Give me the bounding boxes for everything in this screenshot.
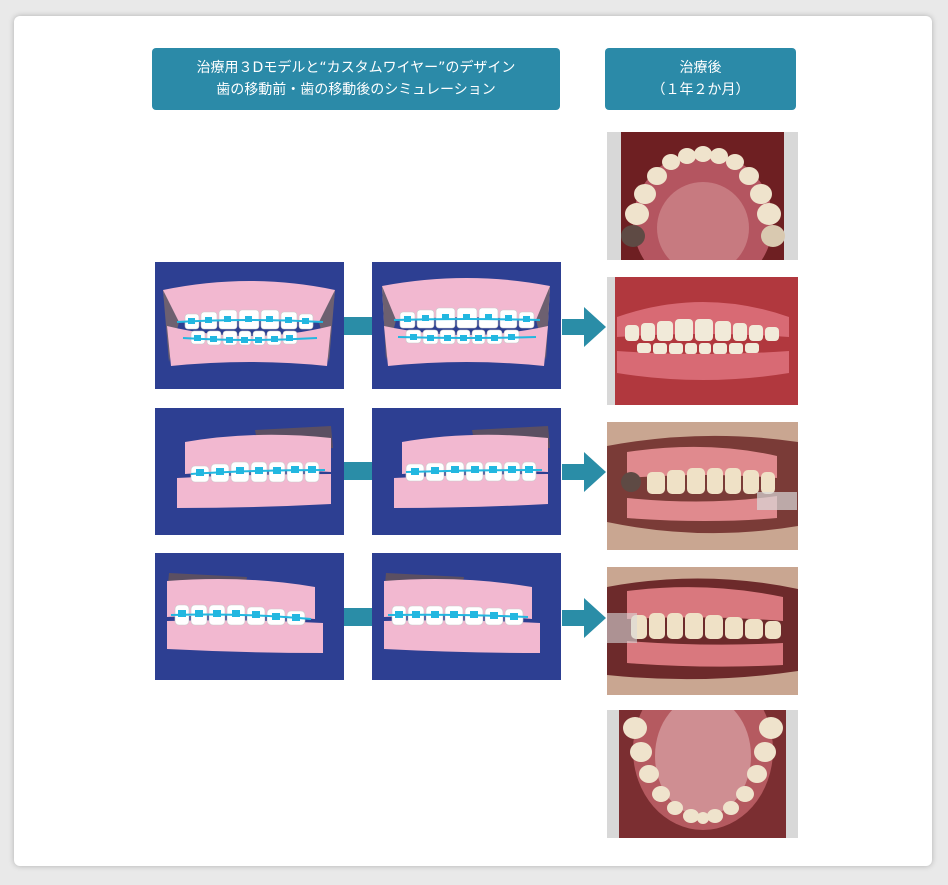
simulation-header-label: 治療用３Dモデルと“カスタムワイヤー”のデザイン 歯の移動前・歯の移動後のシミュ… [152, 48, 560, 110]
model-right-lateral-before [155, 408, 344, 535]
after-treatment-label: 治療後 （１年２か月） [605, 48, 796, 110]
arrow-right-icon [562, 452, 606, 492]
photo-frontal [607, 277, 798, 405]
after-treatment-line1: 治療後 [679, 60, 722, 76]
photo-upper-occlusal [607, 132, 798, 260]
model-right-lateral-after [372, 408, 561, 535]
photo-right-lateral [607, 422, 798, 550]
model-frontal-before [155, 262, 344, 389]
connector-bar [344, 462, 372, 480]
simulation-header-line2: 歯の移動前・歯の移動後のシミュレーション [216, 82, 496, 98]
after-treatment-line2: （１年２か月） [651, 82, 750, 98]
photo-left-lateral [607, 567, 798, 695]
model-left-lateral-before [155, 553, 344, 680]
simulation-header-line1: 治療用３Dモデルと“カスタムワイヤー”のデザイン [196, 60, 516, 76]
arrow-right-icon [562, 598, 606, 638]
arrow-right-icon [562, 307, 606, 347]
model-frontal-after [372, 262, 561, 389]
model-left-lateral-after [372, 553, 561, 680]
photo-lower-occlusal [607, 710, 798, 838]
connector-bar [344, 317, 372, 335]
connector-bar [344, 608, 372, 626]
